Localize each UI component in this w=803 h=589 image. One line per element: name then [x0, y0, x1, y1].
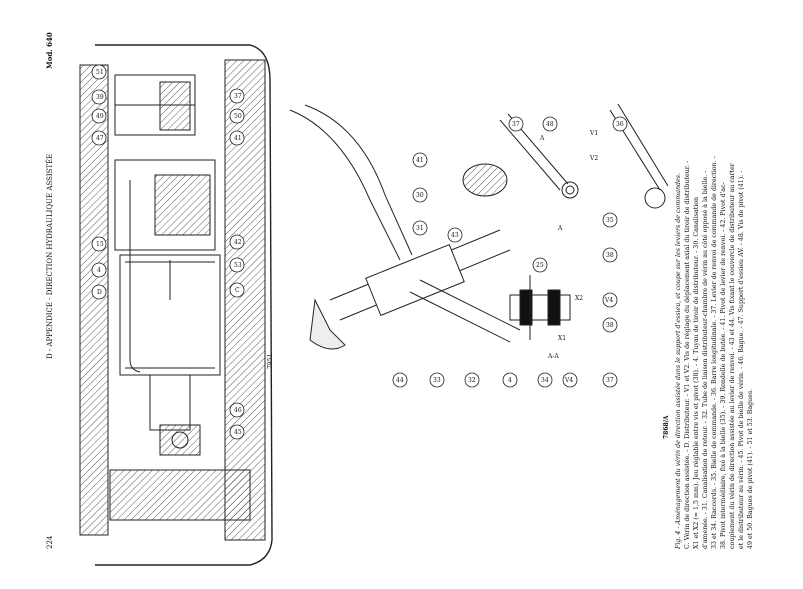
caption-line: 33 et 34. Raccords. - 35. Bielle de comm… [711, 156, 718, 549]
callout-label: V4 [564, 377, 573, 384]
callouts-left [91, 64, 245, 440]
callout-label: 37 [234, 93, 242, 100]
caption-line: d'amenée. - 31. Canalisation de retour. … [702, 171, 709, 549]
model-label: Mod. 640 [45, 32, 54, 69]
caption-line: et le distributeur au vérin. - 45. Pivot… [738, 171, 745, 549]
callout-label: 33 [433, 377, 441, 384]
dimension-label: X2 [575, 295, 583, 302]
caption-title: Fig. 4 - Aménagement du vérin de directi… [675, 173, 682, 550]
callout-label: 25 [536, 262, 544, 269]
figure-ref-left: 7951 [267, 354, 274, 369]
callout-labels-left: 51 39 49 47 4 15 D C 53 42 37 50 41 46 4… [96, 69, 242, 436]
page-number: 224 [46, 535, 54, 549]
callout-label: V4 [604, 297, 613, 304]
callout-labels-right: 37 48 41 36 35 30 31 43 44 33 32 4 34 V4… [396, 121, 624, 384]
caption-line: 49 et 50. Bagues de pivot (41). - 51 et … [747, 389, 754, 549]
caption-line: 38. Pivot intermédiaire, fixé à la biell… [720, 182, 727, 549]
cylinder-section-drawing [79, 44, 273, 566]
callout-label: 46 [234, 407, 242, 414]
callout-label: 38 [606, 252, 614, 259]
callout-label: 45 [234, 429, 242, 436]
screw-label: V2 [589, 155, 598, 162]
figure-ref-right: 7868/A [663, 415, 670, 439]
section-marker: A [539, 135, 545, 142]
caption-line: C. Vérin de direction assistée. - D. Dis… [684, 161, 691, 549]
callout-label: 37 [606, 377, 614, 384]
callout-label: 47 [96, 135, 104, 142]
callout-label: 41 [416, 157, 424, 164]
callout-label: C [235, 287, 240, 294]
callout-label: 42 [234, 239, 242, 246]
callout-label: 41 [234, 135, 242, 142]
section-marker: A-A [547, 353, 559, 360]
callout-label: 53 [234, 262, 242, 269]
callout-label: 4 [97, 267, 101, 274]
callout-label: 34 [541, 377, 549, 384]
callout-label: 36 [616, 121, 624, 128]
callout-label: 49 [96, 113, 104, 120]
callout-label: 44 [396, 377, 404, 384]
callout-label: 31 [416, 225, 424, 232]
section-title: D - APPENDICE - DIRECTION HYDRAULIQUE AS… [45, 154, 54, 359]
callout-label: 43 [451, 232, 459, 239]
caption-line: X1 et X2 (= 1,5 mm). Jeu réglable entre … [693, 197, 700, 549]
callout-label: 51 [96, 69, 104, 76]
callout-label: 30 [416, 192, 424, 199]
callout-label: 39 [96, 94, 104, 101]
callout-label: 32 [468, 377, 476, 384]
callout-label: 50 [234, 113, 242, 120]
callout-label: 37 [512, 121, 520, 128]
callout-label: 38 [606, 322, 614, 329]
callout-label: 15 [96, 241, 104, 248]
callout-label: D [97, 289, 102, 296]
callout-label: 48 [546, 121, 554, 128]
dimension-label: X1 [558, 335, 566, 342]
caption-line: couplement du vérin de direction assisté… [729, 162, 736, 549]
callout-label: 4 [508, 377, 512, 384]
section-marker: A [557, 225, 563, 232]
linkage-drawing [289, 103, 669, 350]
screw-label: V1 [589, 130, 598, 137]
callouts-right [392, 116, 628, 388]
callout-label: 35 [606, 217, 614, 224]
